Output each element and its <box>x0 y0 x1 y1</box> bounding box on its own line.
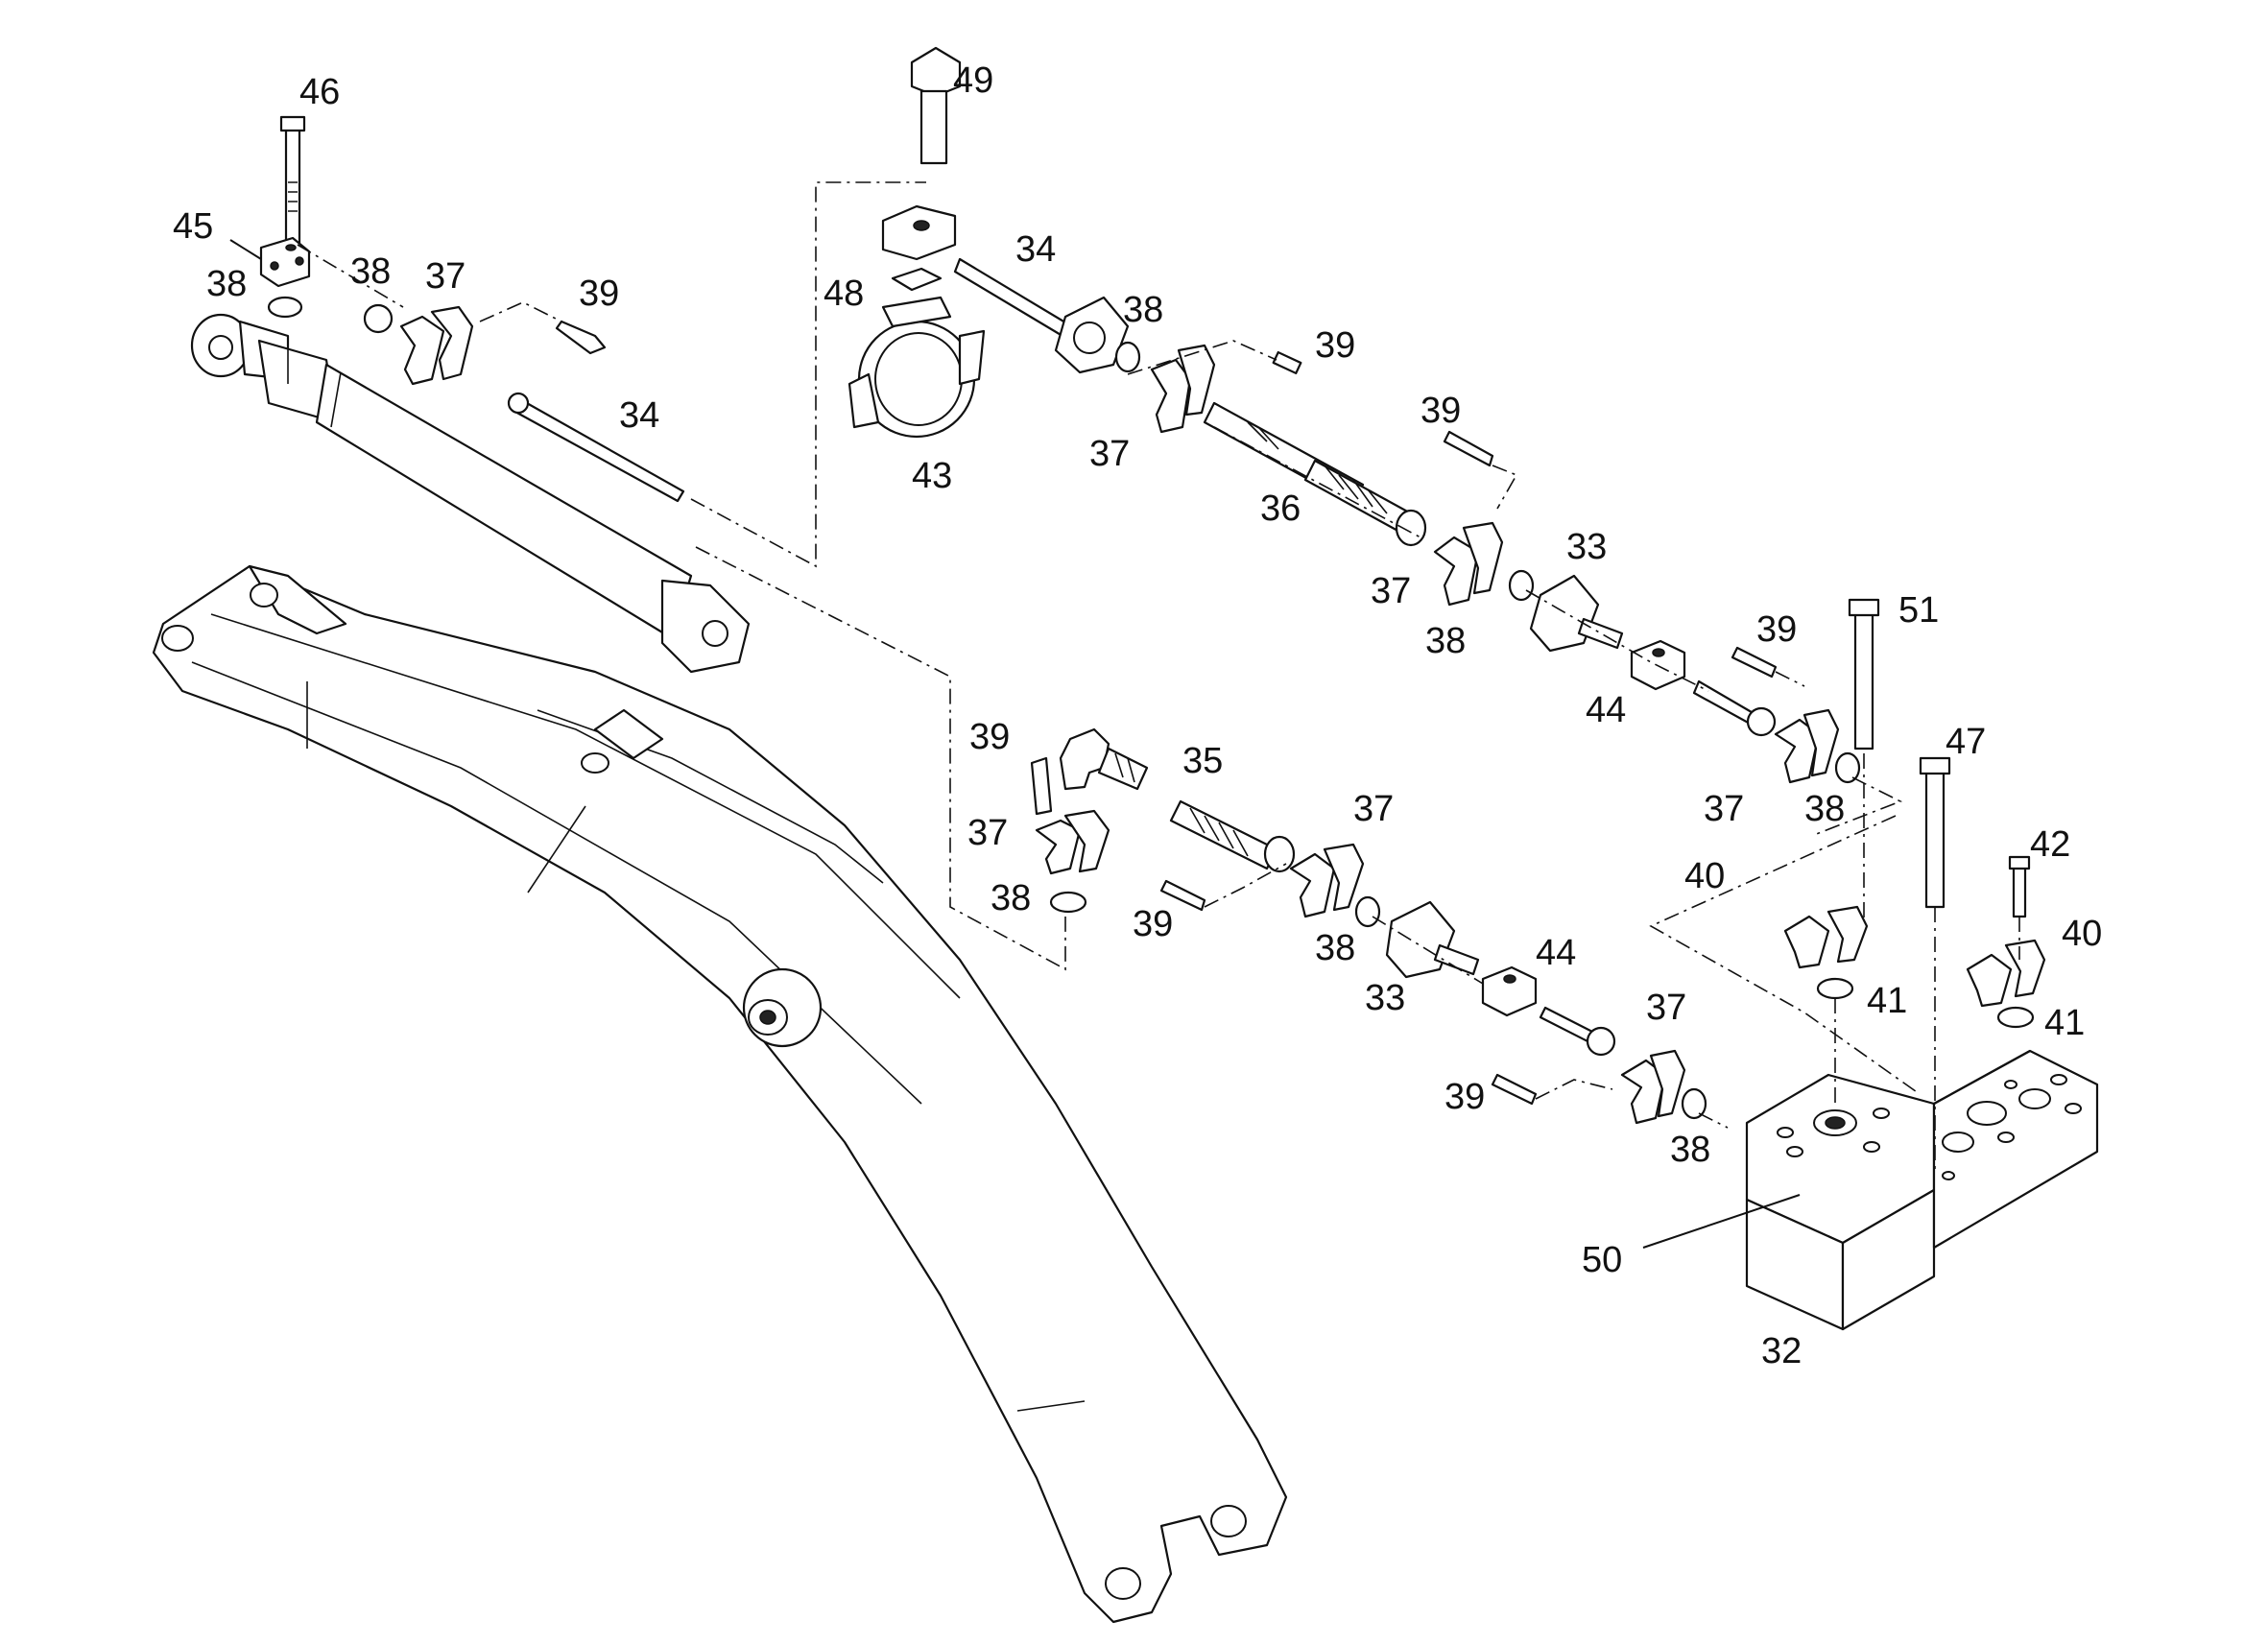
label-49: 49 <box>953 60 993 101</box>
label-42: 42 <box>2030 824 2070 865</box>
clamp-assembly <box>848 46 1141 439</box>
label-50: 50 <box>1582 1240 1622 1280</box>
label-39: 39 <box>1756 609 1797 650</box>
label-37: 37 <box>425 256 466 297</box>
label-41: 41 <box>1867 981 1907 1021</box>
label-39: 39 <box>969 717 1010 757</box>
centerlines <box>297 181 2020 1171</box>
label-33: 33 <box>1566 527 1607 567</box>
label-33: 33 <box>1365 978 1405 1018</box>
label-38: 38 <box>1670 1130 1710 1170</box>
label-39: 39 <box>1444 1077 1485 1117</box>
label-39: 39 <box>1420 391 1461 431</box>
label-40: 40 <box>1684 856 1725 896</box>
label-35: 35 <box>1182 741 1223 781</box>
label-45: 45 <box>173 206 213 247</box>
right-bolts-flanges <box>1783 598 2046 1029</box>
upper-left-fittings <box>259 115 685 503</box>
label-32: 32 <box>1761 1331 1802 1371</box>
label-38: 38 <box>1315 928 1355 968</box>
label-37: 37 <box>1704 789 1744 829</box>
label-39: 39 <box>1315 325 1355 366</box>
label-48: 48 <box>824 274 864 314</box>
label-38: 38 <box>1804 789 1845 829</box>
label-46: 46 <box>299 72 340 112</box>
label-43: 43 <box>912 456 952 496</box>
label-40: 40 <box>2062 914 2102 954</box>
upper-hose-assembly <box>1150 344 1861 784</box>
lower-hose-assembly <box>1030 727 1707 1125</box>
label-38: 38 <box>1123 290 1163 330</box>
label-39: 39 <box>579 274 619 314</box>
label-44: 44 <box>1586 690 1626 730</box>
label-37: 37 <box>967 813 1008 853</box>
label-37: 37 <box>1371 571 1411 611</box>
boom-arm <box>152 564 1288 1624</box>
label-36: 36 <box>1260 488 1301 529</box>
label-47: 47 <box>1946 722 1986 762</box>
label-34: 34 <box>1015 229 1056 270</box>
label-51: 51 <box>1898 590 1939 631</box>
label-37: 37 <box>1089 434 1130 474</box>
label-38: 38 <box>350 251 391 292</box>
label-37: 37 <box>1646 988 1686 1028</box>
label-34: 34 <box>619 395 659 436</box>
label-37: 37 <box>1353 789 1394 829</box>
valve-block <box>1745 1049 2099 1331</box>
hydraulic-cylinder <box>190 313 751 674</box>
label-39: 39 <box>1133 904 1173 944</box>
label-38: 38 <box>206 264 247 304</box>
label-44: 44 <box>1536 933 1576 973</box>
label-38: 38 <box>1425 621 1466 661</box>
label-38: 38 <box>991 878 1031 918</box>
label-41: 41 <box>2044 1003 2085 1043</box>
part-labels: 46 45 38 38 37 39 34 49 48 43 34 38 39 3… <box>173 60 2102 1371</box>
leader-lines <box>229 239 1801 1249</box>
